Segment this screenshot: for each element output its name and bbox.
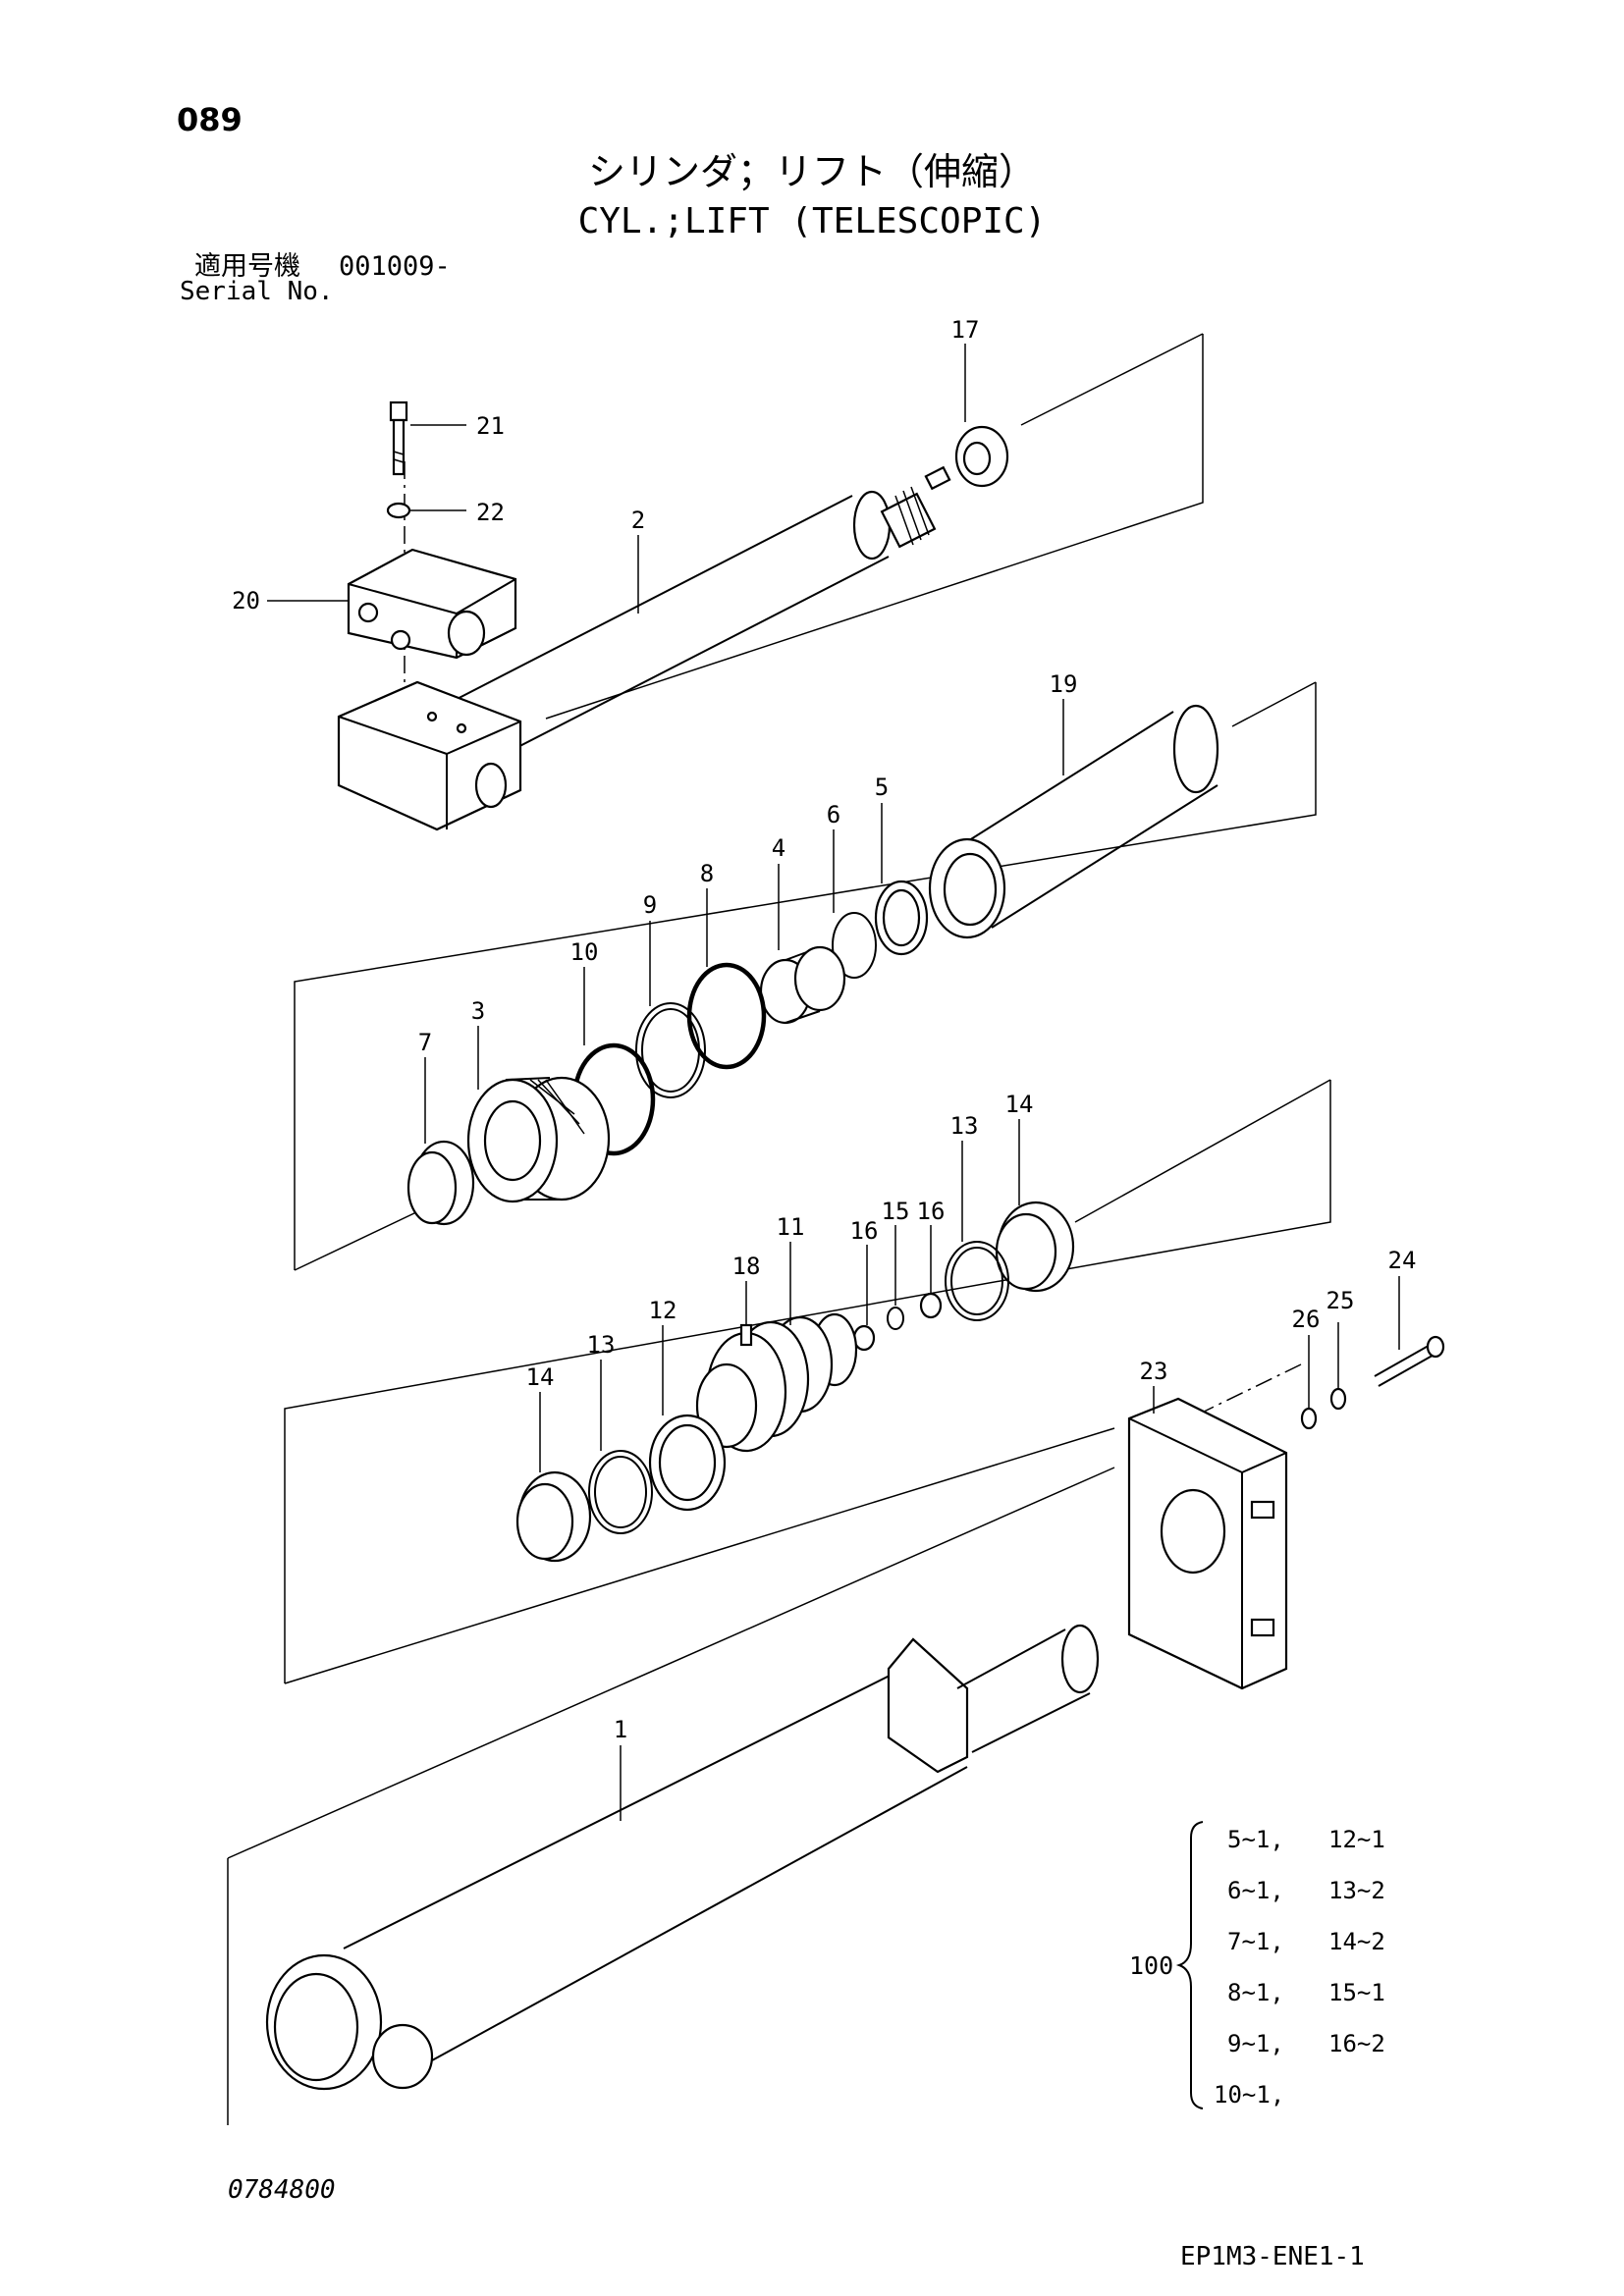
callout-3: 3 [471, 997, 485, 1025]
callout-6: 6 [827, 801, 840, 828]
callout-19: 19 [1050, 670, 1078, 698]
kit-entry: 13~2 [1328, 1877, 1385, 1904]
part-13-ring-lower [588, 1450, 653, 1534]
callout-18: 18 [732, 1253, 761, 1280]
kit-entry: 6~1, [1227, 1877, 1284, 1904]
part-15-ring [887, 1307, 904, 1330]
callout-7: 7 [418, 1029, 432, 1056]
part-21-bolt [389, 400, 408, 476]
callout-16-a: 16 [850, 1217, 879, 1245]
kit-brace [1175, 1821, 1204, 2109]
kit-entry: 8~1, [1227, 1979, 1284, 2006]
callout-14-upper: 14 [1005, 1091, 1034, 1118]
frame-panel-piston [284, 1080, 1331, 1683]
rod-eye-block [337, 680, 522, 831]
catalog-code: EP1M3-ENE1-1 [1180, 2242, 1365, 2271]
callout-2: 2 [631, 507, 645, 534]
part-24-bolt [1374, 1335, 1445, 1387]
kit-entry: 9~1, [1227, 2030, 1284, 2057]
kit-entry: 16~2 [1328, 2030, 1385, 2057]
frame-panel-head [294, 682, 1317, 1270]
callout-11: 11 [777, 1213, 805, 1241]
frame-line-head-top [1231, 681, 1317, 727]
callout-12: 12 [649, 1297, 677, 1324]
callout-14-lower: 14 [526, 1363, 555, 1391]
drawing-number: 0784800 [228, 2175, 336, 2205]
part-3-cylinder-head [466, 1076, 611, 1203]
kit-number: 100 [1129, 1951, 1174, 1980]
callout-15: 15 [882, 1198, 910, 1225]
frame-line-tube [227, 1467, 1115, 1859]
centre-lines [404, 461, 1302, 1449]
kit-entry: 14~2 [1328, 1928, 1385, 1955]
frame-line-piston-bottom [284, 1427, 1115, 1684]
callout-labels: 17 21 22 2 20 19 5 6 4 8 9 10 3 7 14 16 … [232, 316, 1416, 1743]
kit-entry: 10~1, [1214, 2081, 1285, 2109]
kit-entry: 5~1, [1227, 1826, 1284, 1853]
part-25-washer [1329, 1387, 1347, 1411]
part-4-bushing [759, 945, 846, 1025]
title-english: CYL.;LIFT (TELESCOPIC) [577, 201, 1047, 241]
kit-entry: 7~1, [1227, 1928, 1284, 1955]
callout-26: 26 [1292, 1306, 1321, 1333]
callout-13-lower: 13 [587, 1331, 616, 1359]
callout-16-b: 16 [917, 1198, 946, 1225]
page-number: 089 [177, 101, 243, 138]
frame-line-upper [1020, 333, 1204, 426]
callout-10: 10 [570, 938, 599, 966]
part-23-bracket [1127, 1397, 1288, 1690]
serial-value: 001009- [339, 251, 451, 282]
part-9-ring [635, 1002, 706, 1098]
callout-5: 5 [875, 774, 889, 801]
part-16-ring-a [919, 1292, 943, 1319]
serial-label-english: Serial No. [180, 277, 334, 306]
part-17-nut [954, 425, 1009, 488]
kit-entry: 15~1 [1328, 1979, 1385, 2006]
serial-label-japanese: 適用号機 [194, 251, 300, 282]
title-japanese: シリンダ；リフト（伸縮） [587, 150, 1036, 193]
part-6-ring [832, 912, 877, 979]
callout-23: 23 [1140, 1358, 1168, 1385]
frame-line-piston-top [1074, 1079, 1331, 1223]
callout-1: 1 [614, 1716, 627, 1743]
part-13-ring-upper [945, 1241, 1009, 1321]
part-19-inner-tube [928, 704, 1219, 939]
callout-17: 17 [951, 316, 980, 344]
frame-panel-upper-rod [545, 334, 1204, 720]
part-11-piston [695, 1312, 858, 1453]
callout-24: 24 [1388, 1247, 1417, 1274]
callout-22: 22 [476, 499, 505, 526]
callout-21: 21 [476, 412, 505, 440]
part-14-wear-ring-upper [995, 1201, 1075, 1293]
callout-9: 9 [643, 891, 657, 919]
part-20-valve-block [347, 548, 517, 660]
part-1-cylinder-tube [265, 1624, 1100, 2091]
kit-entry: 12~1 [1328, 1826, 1385, 1853]
part-18-set-screw [739, 1323, 753, 1347]
frame-panels [227, 333, 1331, 2125]
part-2-piston-rod [441, 465, 951, 757]
part-8-o-ring [686, 962, 767, 1070]
callout-4: 4 [772, 834, 785, 862]
part-22-washer [386, 502, 411, 519]
callout-8: 8 [700, 860, 714, 887]
callout-20: 20 [232, 587, 260, 614]
part-14-wear-ring-lower [515, 1470, 592, 1563]
frame-line-head-bottom [294, 1201, 438, 1271]
callout-13-upper: 13 [950, 1112, 979, 1140]
part-7-ring [406, 1140, 475, 1226]
part-5-ring [874, 880, 929, 956]
leader-lines [267, 344, 1400, 1821]
callout-25: 25 [1326, 1287, 1355, 1314]
part-26-washer [1300, 1407, 1318, 1430]
part-12-seal [648, 1414, 727, 1512]
